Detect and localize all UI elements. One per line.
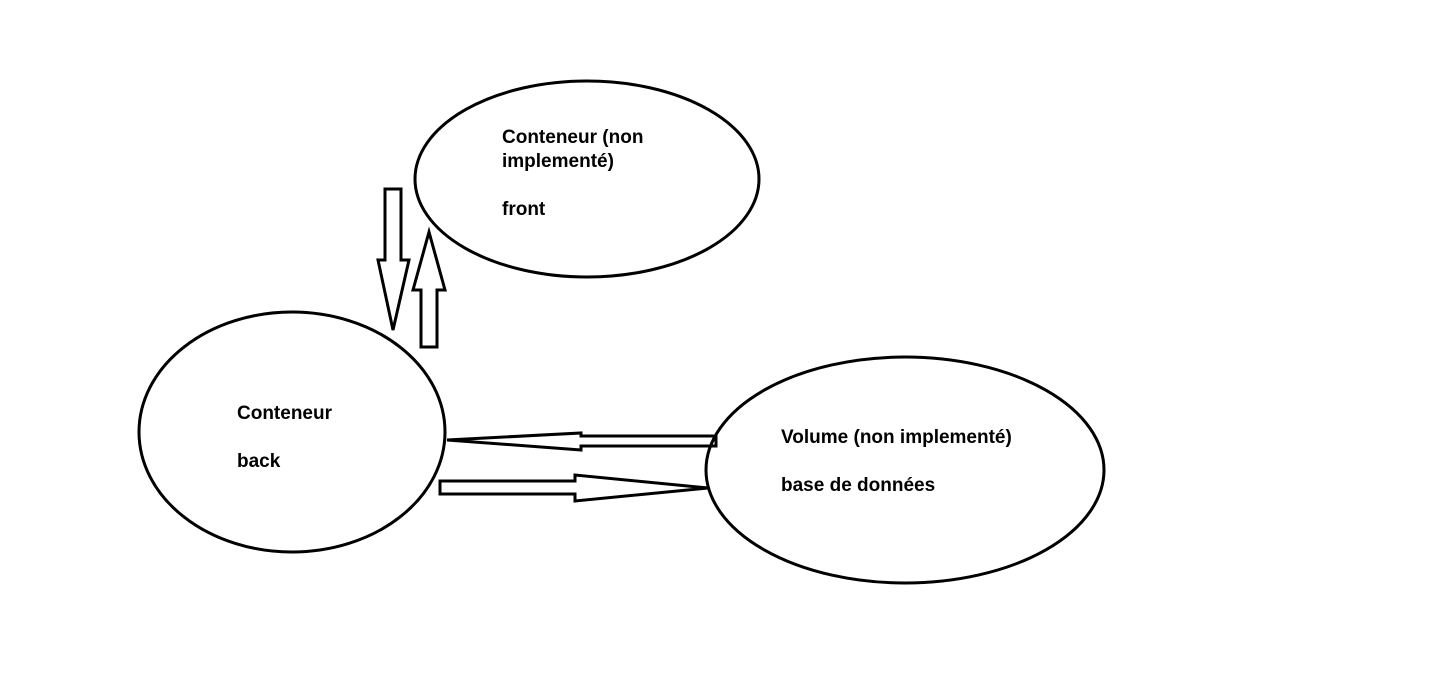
- front-container-title-line1: Conteneur (non: [502, 127, 644, 148]
- arrow-database-to-back: [446, 431, 718, 452]
- back-container-title: Conteneur: [237, 403, 332, 424]
- database-volume-label: Volume (non implementé) base de données: [781, 426, 1012, 498]
- arrow-front-to-back: [376, 187, 411, 331]
- database-volume-ellipse: [704, 355, 1106, 585]
- back-container-ellipse: [137, 310, 447, 554]
- back-container-subtitle: back: [237, 451, 281, 472]
- database-volume-title: Volume (non implementé): [781, 427, 1012, 448]
- arrow-back-to-database: [438, 473, 709, 503]
- front-container-subtitle: front: [502, 199, 546, 220]
- back-container-label: Conteneur back: [237, 402, 332, 474]
- arrow-back-to-front: [411, 226, 447, 349]
- front-container-title-line2: implementé): [502, 151, 614, 172]
- database-volume-subtitle: base de données: [781, 475, 936, 496]
- front-container-ellipse: [413, 79, 761, 279]
- front-container-label: Conteneur (non implementé) front: [502, 126, 643, 222]
